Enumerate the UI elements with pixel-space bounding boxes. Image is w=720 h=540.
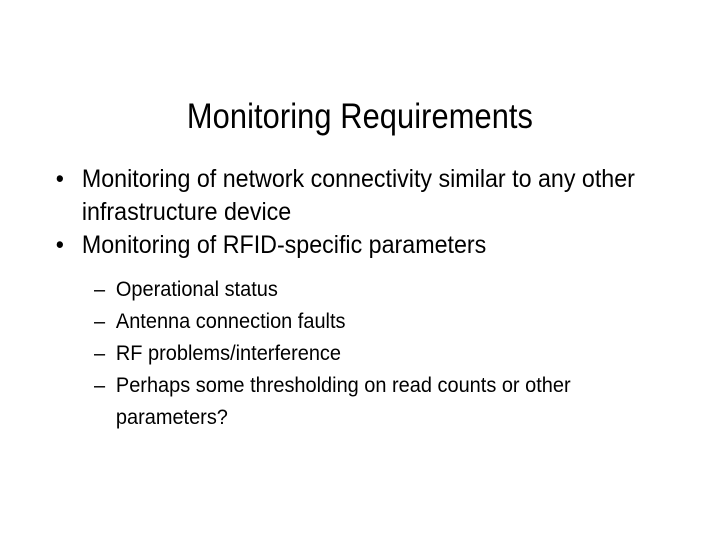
list-item-label: Perhaps some thresholding on read counts…: [115, 374, 571, 429]
bullet-dot-icon: •: [55, 165, 64, 193]
list-item-label: Monitoring of network connectivity simil…: [81, 165, 635, 226]
list-item-label: Monitoring of RFID-specific parameters: [81, 231, 487, 259]
bullet-dash-icon: –: [94, 278, 106, 301]
list-item[interactable]: – Operational status: [0, 274, 665, 306]
bullet-dot-icon: •: [55, 231, 64, 259]
list-item[interactable]: • Monitoring of RFID-specific parameters: [0, 229, 642, 262]
page-title: Monitoring Requirements: [186, 97, 534, 137]
list-item-label: RF problems/interference: [115, 342, 341, 365]
bullet-dash-icon: –: [94, 310, 106, 333]
list-item[interactable]: – Perhaps some thresholding on read coun…: [0, 370, 665, 434]
level2-bullet-list: – Operational status – Antenna connectio…: [0, 274, 720, 434]
slide-body: • Monitoring of network connectivity sim…: [0, 163, 720, 434]
level1-bullet-list: • Monitoring of network connectivity sim…: [0, 163, 720, 262]
list-item[interactable]: • Monitoring of network connectivity sim…: [0, 163, 642, 229]
bullet-dash-icon: –: [94, 342, 106, 365]
list-item-label: Antenna connection faults: [115, 310, 346, 333]
bullet-dash-icon: –: [94, 374, 106, 397]
list-item[interactable]: – Antenna connection faults: [0, 306, 665, 338]
list-item-label: Operational status: [115, 278, 278, 301]
list-item[interactable]: – RF problems/interference: [0, 338, 665, 370]
